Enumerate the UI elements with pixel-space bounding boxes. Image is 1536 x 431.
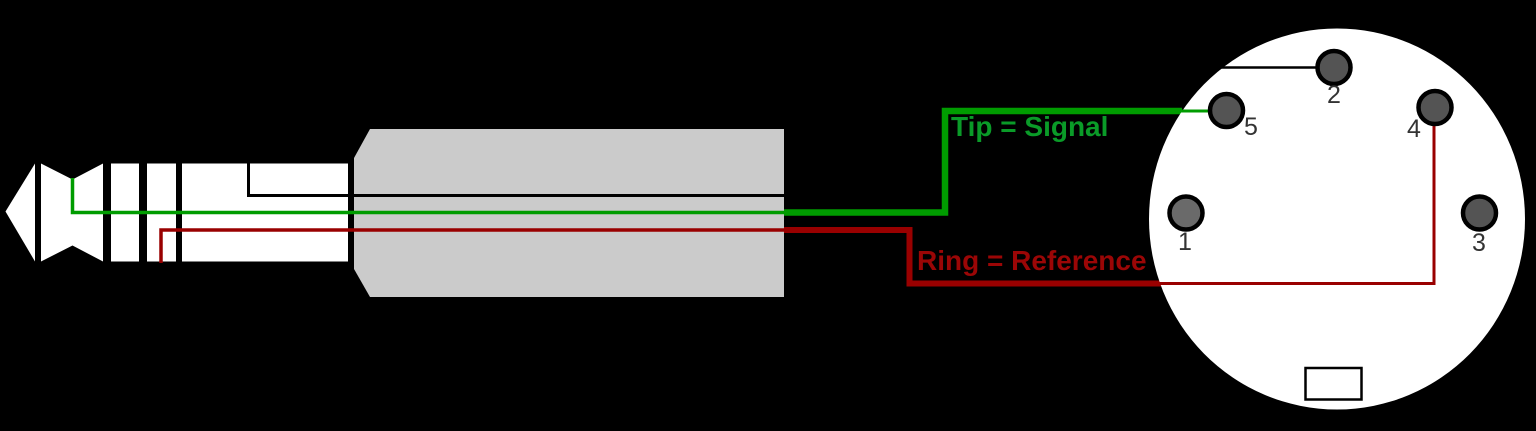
din-pin-3 xyxy=(1460,194,1499,232)
din-pin-5 xyxy=(1207,91,1246,130)
pin-2-label: 2 xyxy=(1327,81,1341,109)
jack-tip-point xyxy=(5,163,35,262)
din-keyway-notch xyxy=(1304,366,1363,401)
tip-signal-wire-thick xyxy=(784,107,1182,216)
pin-4-label: 4 xyxy=(1407,115,1421,143)
ring-wire-to-pin4 xyxy=(1159,122,1436,285)
pin-5-label: 5 xyxy=(1244,113,1258,141)
din-pin-2 xyxy=(1315,48,1353,87)
ring-reference-wire-thick xyxy=(784,227,1161,287)
ring-reference-label: Ring = Reference xyxy=(917,245,1147,276)
tip-signal-label: Tip = Signal xyxy=(951,111,1109,142)
jack-sleeve-step-line xyxy=(247,163,784,197)
pin-1-label: 1 xyxy=(1178,228,1192,256)
tip-signal-wire-thin xyxy=(70,178,785,215)
din-pin-1 xyxy=(1167,194,1205,232)
ring-reference-wire-thin xyxy=(159,228,785,263)
pin-3-label: 3 xyxy=(1472,229,1486,257)
din-pin-4 xyxy=(1416,88,1454,127)
